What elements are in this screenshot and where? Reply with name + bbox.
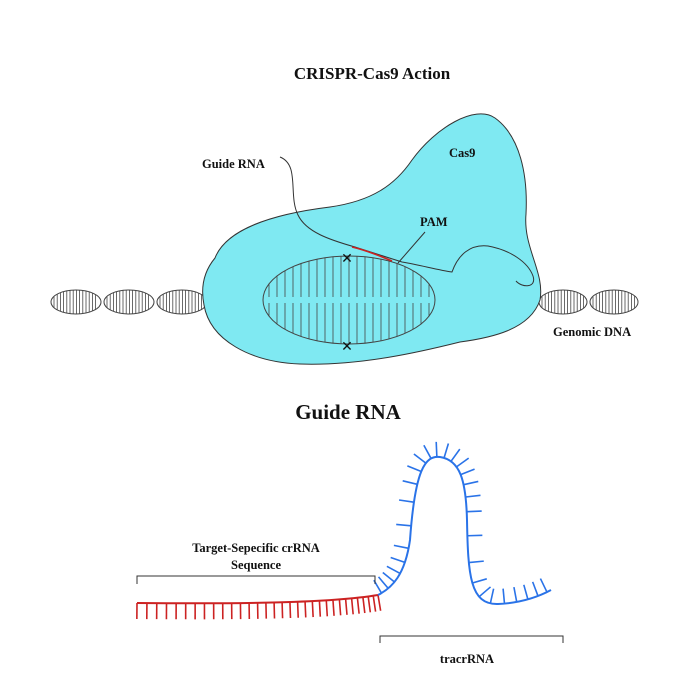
pam-label: PAM: [420, 215, 448, 229]
tracrrna-base: [465, 494, 481, 498]
tracrrna-base: [386, 565, 401, 575]
tracrrna-base: [413, 453, 427, 464]
tracrrna-base: [377, 576, 389, 589]
dna-bead: [103, 289, 155, 315]
dna-bubble-rungs: [268, 256, 430, 344]
crrna-base: [377, 594, 382, 611]
guide-rna-strand: [279, 156, 535, 287]
crrna-label-line2: Sequence: [231, 558, 281, 572]
tracrrna-base: [423, 444, 432, 459]
dna-bead: [156, 289, 208, 315]
tracrrna-base: [478, 586, 492, 598]
tracrrna-base: [502, 588, 506, 604]
crrna-base: [367, 596, 372, 613]
crrna-base: [356, 597, 360, 614]
tracrrna-bracket: [379, 635, 564, 643]
tracrrna-base: [382, 571, 395, 583]
dna-bead: [589, 289, 639, 315]
dna-bead: [50, 289, 102, 315]
diagram-title: CRISPR-Cas9 Action: [294, 64, 451, 83]
tracrrna-base: [466, 510, 482, 513]
crrna-base: [344, 598, 348, 615]
pam-pointer-line: [397, 231, 426, 264]
tracrrna-strand: [373, 441, 552, 606]
crrna-base: [362, 597, 366, 614]
tracrrna-base: [456, 457, 470, 468]
crrna-base: [289, 601, 292, 619]
guide-rna-spacer-segment: [351, 246, 393, 262]
crrna-base: [311, 601, 314, 618]
tracrrna-base: [390, 556, 406, 564]
tracrrna-base: [523, 584, 529, 600]
tracrrna-base: [393, 544, 409, 550]
genomic-dna-label: Genomic DNA: [553, 325, 631, 339]
cut-site-bottom-marker: ✕: [341, 340, 353, 355]
tracrrna-base: [398, 499, 415, 503]
cas9-protein: [202, 113, 542, 365]
tracrrna-base: [472, 578, 488, 584]
crrna-bracket: [136, 575, 376, 584]
tracrrna-label: tracrRNA: [440, 652, 494, 666]
tracrrna-base: [407, 465, 422, 473]
dna-bead: [538, 289, 588, 315]
tracrrna-base: [539, 578, 548, 593]
tracrrna-base: [396, 523, 412, 527]
tracrrna-base: [450, 448, 461, 462]
crrna-base: [372, 595, 377, 612]
crrna-base: [332, 599, 335, 616]
cas9-label: Cas9: [449, 146, 475, 160]
tracrrna-base: [531, 581, 539, 597]
crrna-strand: [136, 594, 382, 620]
crrna-label-line1: Target-Sepecific crRNA: [192, 541, 320, 555]
tracrrna-base: [489, 588, 495, 604]
crrna-base: [338, 599, 342, 616]
cut-site-top-marker: ✕: [341, 252, 353, 267]
tracrrna-base: [443, 443, 450, 459]
crrna-base: [318, 600, 322, 617]
crrna-base: [304, 601, 307, 618]
tracrrna-base: [460, 468, 475, 476]
tracrrna-base: [463, 480, 479, 486]
tracrrna-base: [513, 586, 518, 603]
crrna-base: [325, 600, 329, 617]
guide-rna-label: Guide RNA: [202, 157, 265, 171]
tracrrna-base: [402, 480, 418, 486]
tracrrna-base: [435, 441, 438, 457]
crrna-base: [296, 601, 300, 618]
unwound-dna-bubble: [262, 255, 436, 345]
tracrrna-base: [468, 560, 484, 564]
crrna-backbone: [136, 594, 379, 605]
crrna-base: [350, 598, 354, 615]
section-title-guide-rna: Guide RNA: [295, 400, 401, 424]
tracrrna-backbone: [377, 455, 552, 606]
